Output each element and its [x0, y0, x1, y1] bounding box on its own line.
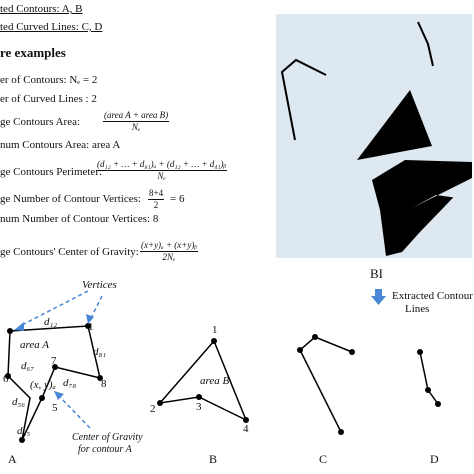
bi-line-d	[417, 21, 434, 67]
caption-c: C	[319, 452, 328, 466]
vertex-b-2	[157, 400, 163, 406]
vertex-a-1	[85, 323, 91, 329]
vertex-d	[425, 387, 431, 393]
average-area-denominator: Nₑ	[131, 122, 141, 132]
bi-label: BI	[370, 266, 383, 281]
vertex-b-1-label: 1	[212, 324, 218, 336]
number-of-contours: er of Contours: Nₑ = 2	[0, 74, 98, 86]
vertex-a-4	[19, 437, 25, 443]
vertex-a-8-label: 8	[101, 378, 107, 390]
cog-arrow	[57, 394, 91, 429]
average-area-fraction: (area A + area B) Nₑ	[103, 110, 170, 133]
average-vertices-numerator: 8+4	[148, 188, 165, 200]
vertex-a-1-label: 1	[88, 321, 94, 333]
caption-d: D	[430, 452, 439, 466]
vertex-a-8	[97, 375, 103, 381]
arrowhead-icon	[86, 314, 94, 324]
bi-line-c	[280, 58, 327, 141]
center-of-gravity-fraction: (x+y)ₐ + (x+y)ᵦ 2Nₑ	[140, 240, 198, 263]
d67-label: d₆₇	[21, 360, 35, 372]
arrowhead-icon	[54, 391, 64, 400]
vertex-d	[435, 401, 441, 407]
bi-notch	[412, 178, 472, 208]
d56-label: d₅₆	[12, 396, 26, 408]
extracted-contour-text: Extracted Contour	[392, 290, 473, 302]
vertex-b-4	[243, 417, 249, 423]
bi-background	[276, 14, 472, 258]
vertex-a-5	[39, 395, 45, 401]
vertex-a-6	[5, 373, 11, 379]
vertex-b-1	[211, 338, 217, 344]
area-a-label: area A	[20, 339, 50, 351]
d81-label: d₈₁	[93, 346, 107, 358]
average-vertices-fraction: 8+4 2	[148, 188, 165, 211]
vertex-c	[312, 334, 318, 340]
cog-label-1: Center of Gravity	[72, 432, 143, 443]
vertex-a-7-label: 7	[51, 355, 57, 367]
bi-triangle	[357, 90, 432, 160]
bi-polygon	[372, 160, 472, 256]
xy-label: (x, y)ₐ	[30, 379, 56, 391]
vertex-c	[297, 347, 303, 353]
curve-c-edges	[299, 336, 353, 433]
maximum-vertices: num Number of Contour Vertices: 8	[0, 213, 159, 225]
average-area-numerator: (area A + area B)	[103, 110, 170, 122]
cog-denominator: 2Nₑ	[162, 252, 176, 262]
perimeter-fraction: (d₁₂ + … + d₈₁)ₐ + (d₁₂ + … + d₄₁)ᵦ Nₑ	[96, 159, 228, 182]
vertex-a-2	[7, 328, 13, 334]
vertex-b-4-label: 4	[243, 423, 249, 435]
caption-b: B	[209, 452, 218, 466]
vertex-b-3	[196, 394, 202, 400]
caption-a: A	[8, 452, 17, 466]
vertices-label: Vertices	[82, 279, 117, 291]
d45-label: d₄₅	[17, 425, 31, 437]
extracted-curved-lines-line: ted Curved Lines: C, D	[0, 21, 103, 33]
number-of-curved-lines: er of Curved Lines : 2	[0, 93, 97, 105]
vertex-c	[338, 429, 344, 435]
vertices-arrow-left	[19, 290, 89, 327]
maximum-area: num Contours Area: area A	[0, 139, 121, 151]
vertex-b-3-label: 3	[196, 401, 202, 413]
average-area-label: ge Contours Area:	[0, 116, 81, 128]
d12-label: d₁₂	[44, 316, 58, 328]
extracted-contours-line: ted Contours: A, B	[0, 3, 83, 15]
perimeter-numerator: (d₁₂ + … + d₈₁)ₐ + (d₁₂ + … + d₄₁)ᵦ	[96, 159, 228, 171]
cog-numerator: (x+y)ₐ + (x+y)ᵦ	[140, 240, 198, 252]
vertex-d	[417, 349, 423, 355]
curve-d-edges	[419, 351, 439, 405]
vertex-a-7	[52, 364, 58, 370]
examples-heading: re examples	[0, 45, 66, 60]
average-vertices-result: = 6	[170, 193, 185, 205]
vertex-a-5-label: 5	[52, 402, 58, 414]
extracted-lines-text: Lines	[405, 303, 430, 315]
vertex-a-6-label: 6	[3, 373, 9, 385]
vertices-arrow-right	[89, 295, 103, 321]
average-vertices-label: ge Number of Contour Vertices:	[0, 193, 141, 205]
center-of-gravity-label: ge Contours' Center of Gravity:	[0, 246, 139, 258]
arrowhead-icon	[14, 322, 24, 331]
perimeter-denominator: Nₑ	[157, 171, 166, 181]
perimeter-label: ge Contours Perimeter:	[0, 166, 103, 178]
vertex-b-2-label: 2	[150, 403, 156, 415]
area-b-label: area B	[200, 375, 230, 387]
cog-label-2: for contour A	[78, 444, 132, 455]
d78-label: d₇₈	[63, 377, 77, 389]
vertex-c	[349, 349, 355, 355]
average-vertices-denominator: 2	[153, 200, 159, 210]
